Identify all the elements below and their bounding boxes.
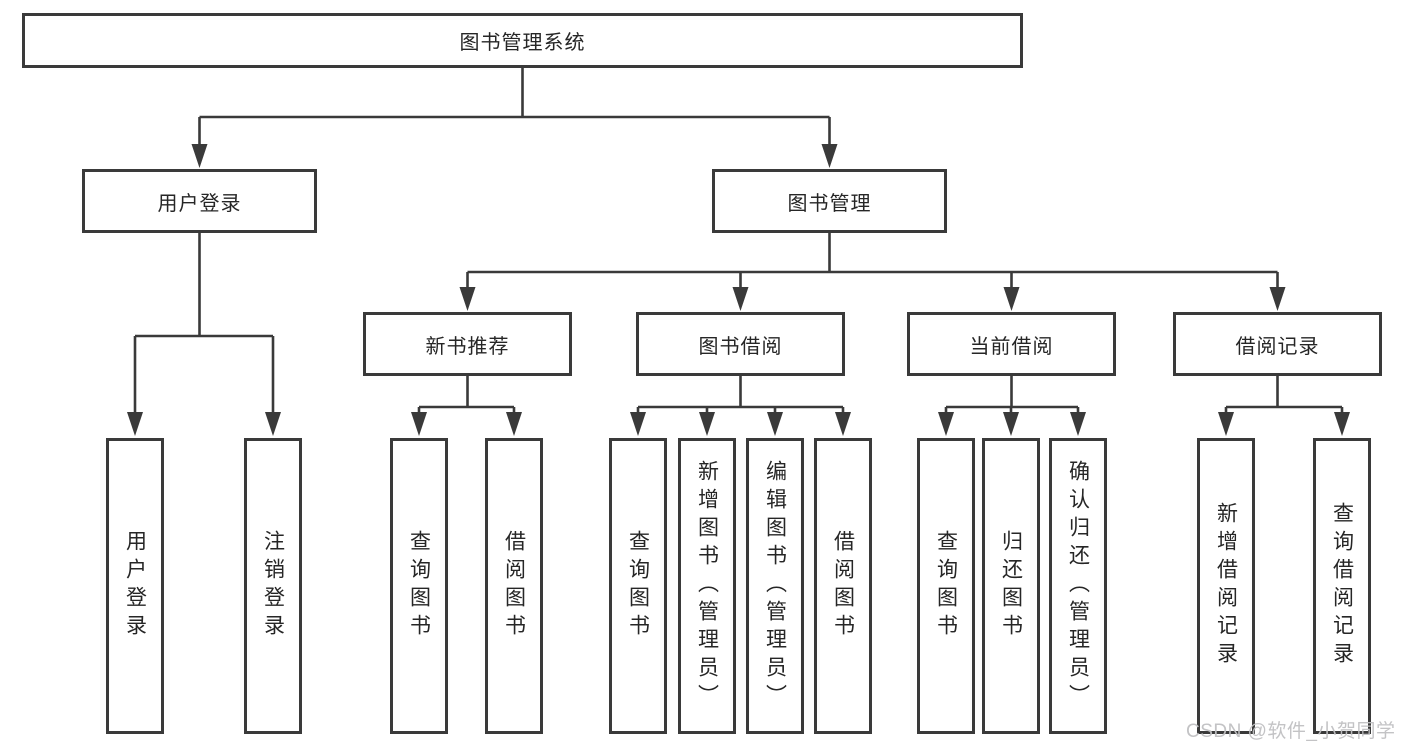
- arrow-icon: [265, 412, 281, 436]
- connector-borrow-record-branch: [1224, 376, 1344, 413]
- node-borrow-records: 借阅记录: [1173, 312, 1382, 376]
- leaf-confirm-return-admin: 确认归还（管理员）: [1049, 438, 1107, 734]
- node-book-borrowing: 图书借阅: [636, 312, 845, 376]
- leaf-add-book-admin: 新增图书（管理员）: [678, 438, 736, 734]
- arrow-icon: [1334, 412, 1350, 436]
- arrow-icon: [821, 144, 838, 168]
- leaf-edit-book-admin: 编辑图书（管理员）: [746, 438, 804, 734]
- arrow-icon: [1218, 412, 1234, 436]
- connector-book-borrow-branch: [636, 376, 845, 413]
- node-current-borrowing: 当前借阅: [907, 312, 1116, 376]
- leaf-query-borrow-record: 查询借阅记录: [1313, 438, 1371, 734]
- arrow-icon: [630, 412, 646, 436]
- leaf-query-books-recommend: 查询图书: [390, 438, 448, 734]
- connector-new-book-branch: [417, 376, 516, 413]
- node-new-book-recommendation: 新书推荐: [363, 312, 572, 376]
- csdn-watermark: CSDN @软件_小贺同学: [1186, 721, 1396, 742]
- connector-user-login-branch: [133, 233, 275, 413]
- leaf-user-login: 用户登录: [106, 438, 164, 734]
- node-user-login: 用户登录: [82, 169, 317, 233]
- connector-current-borrow-branch: [944, 376, 1080, 413]
- arrow-icon: [459, 287, 476, 311]
- leaf-return-books: 归还图书: [982, 438, 1040, 734]
- leaf-query-books-borrowing: 查询图书: [609, 438, 667, 734]
- node-book-management: 图书管理: [712, 169, 947, 233]
- arrow-icon: [938, 412, 954, 436]
- leaf-logout: 注销登录: [244, 438, 302, 734]
- leaf-borrow-books-recommend: 借阅图书: [485, 438, 543, 734]
- arrow-icon: [835, 412, 851, 436]
- connector-root-to-level2: [198, 68, 831, 145]
- arrow-icon: [1269, 287, 1286, 311]
- root-node-library-management-system: 图书管理系统: [22, 13, 1023, 68]
- arrowheads: [127, 144, 1350, 436]
- arrow-icon: [411, 412, 427, 436]
- leaf-borrow-books: 借阅图书: [814, 438, 872, 734]
- leaf-query-books-current: 查询图书: [917, 438, 975, 734]
- arrow-icon: [127, 412, 143, 436]
- arrow-icon: [699, 412, 715, 436]
- arrow-icon: [732, 287, 749, 311]
- arrow-icon: [191, 144, 208, 168]
- arrow-icon: [1003, 287, 1020, 311]
- arrow-icon: [1070, 412, 1086, 436]
- arrow-icon: [767, 412, 783, 436]
- connector-book-management-branch: [466, 233, 1279, 288]
- arrow-icon: [1003, 412, 1019, 436]
- arrow-icon: [506, 412, 522, 436]
- leaf-add-borrow-record: 新增借阅记录: [1197, 438, 1255, 734]
